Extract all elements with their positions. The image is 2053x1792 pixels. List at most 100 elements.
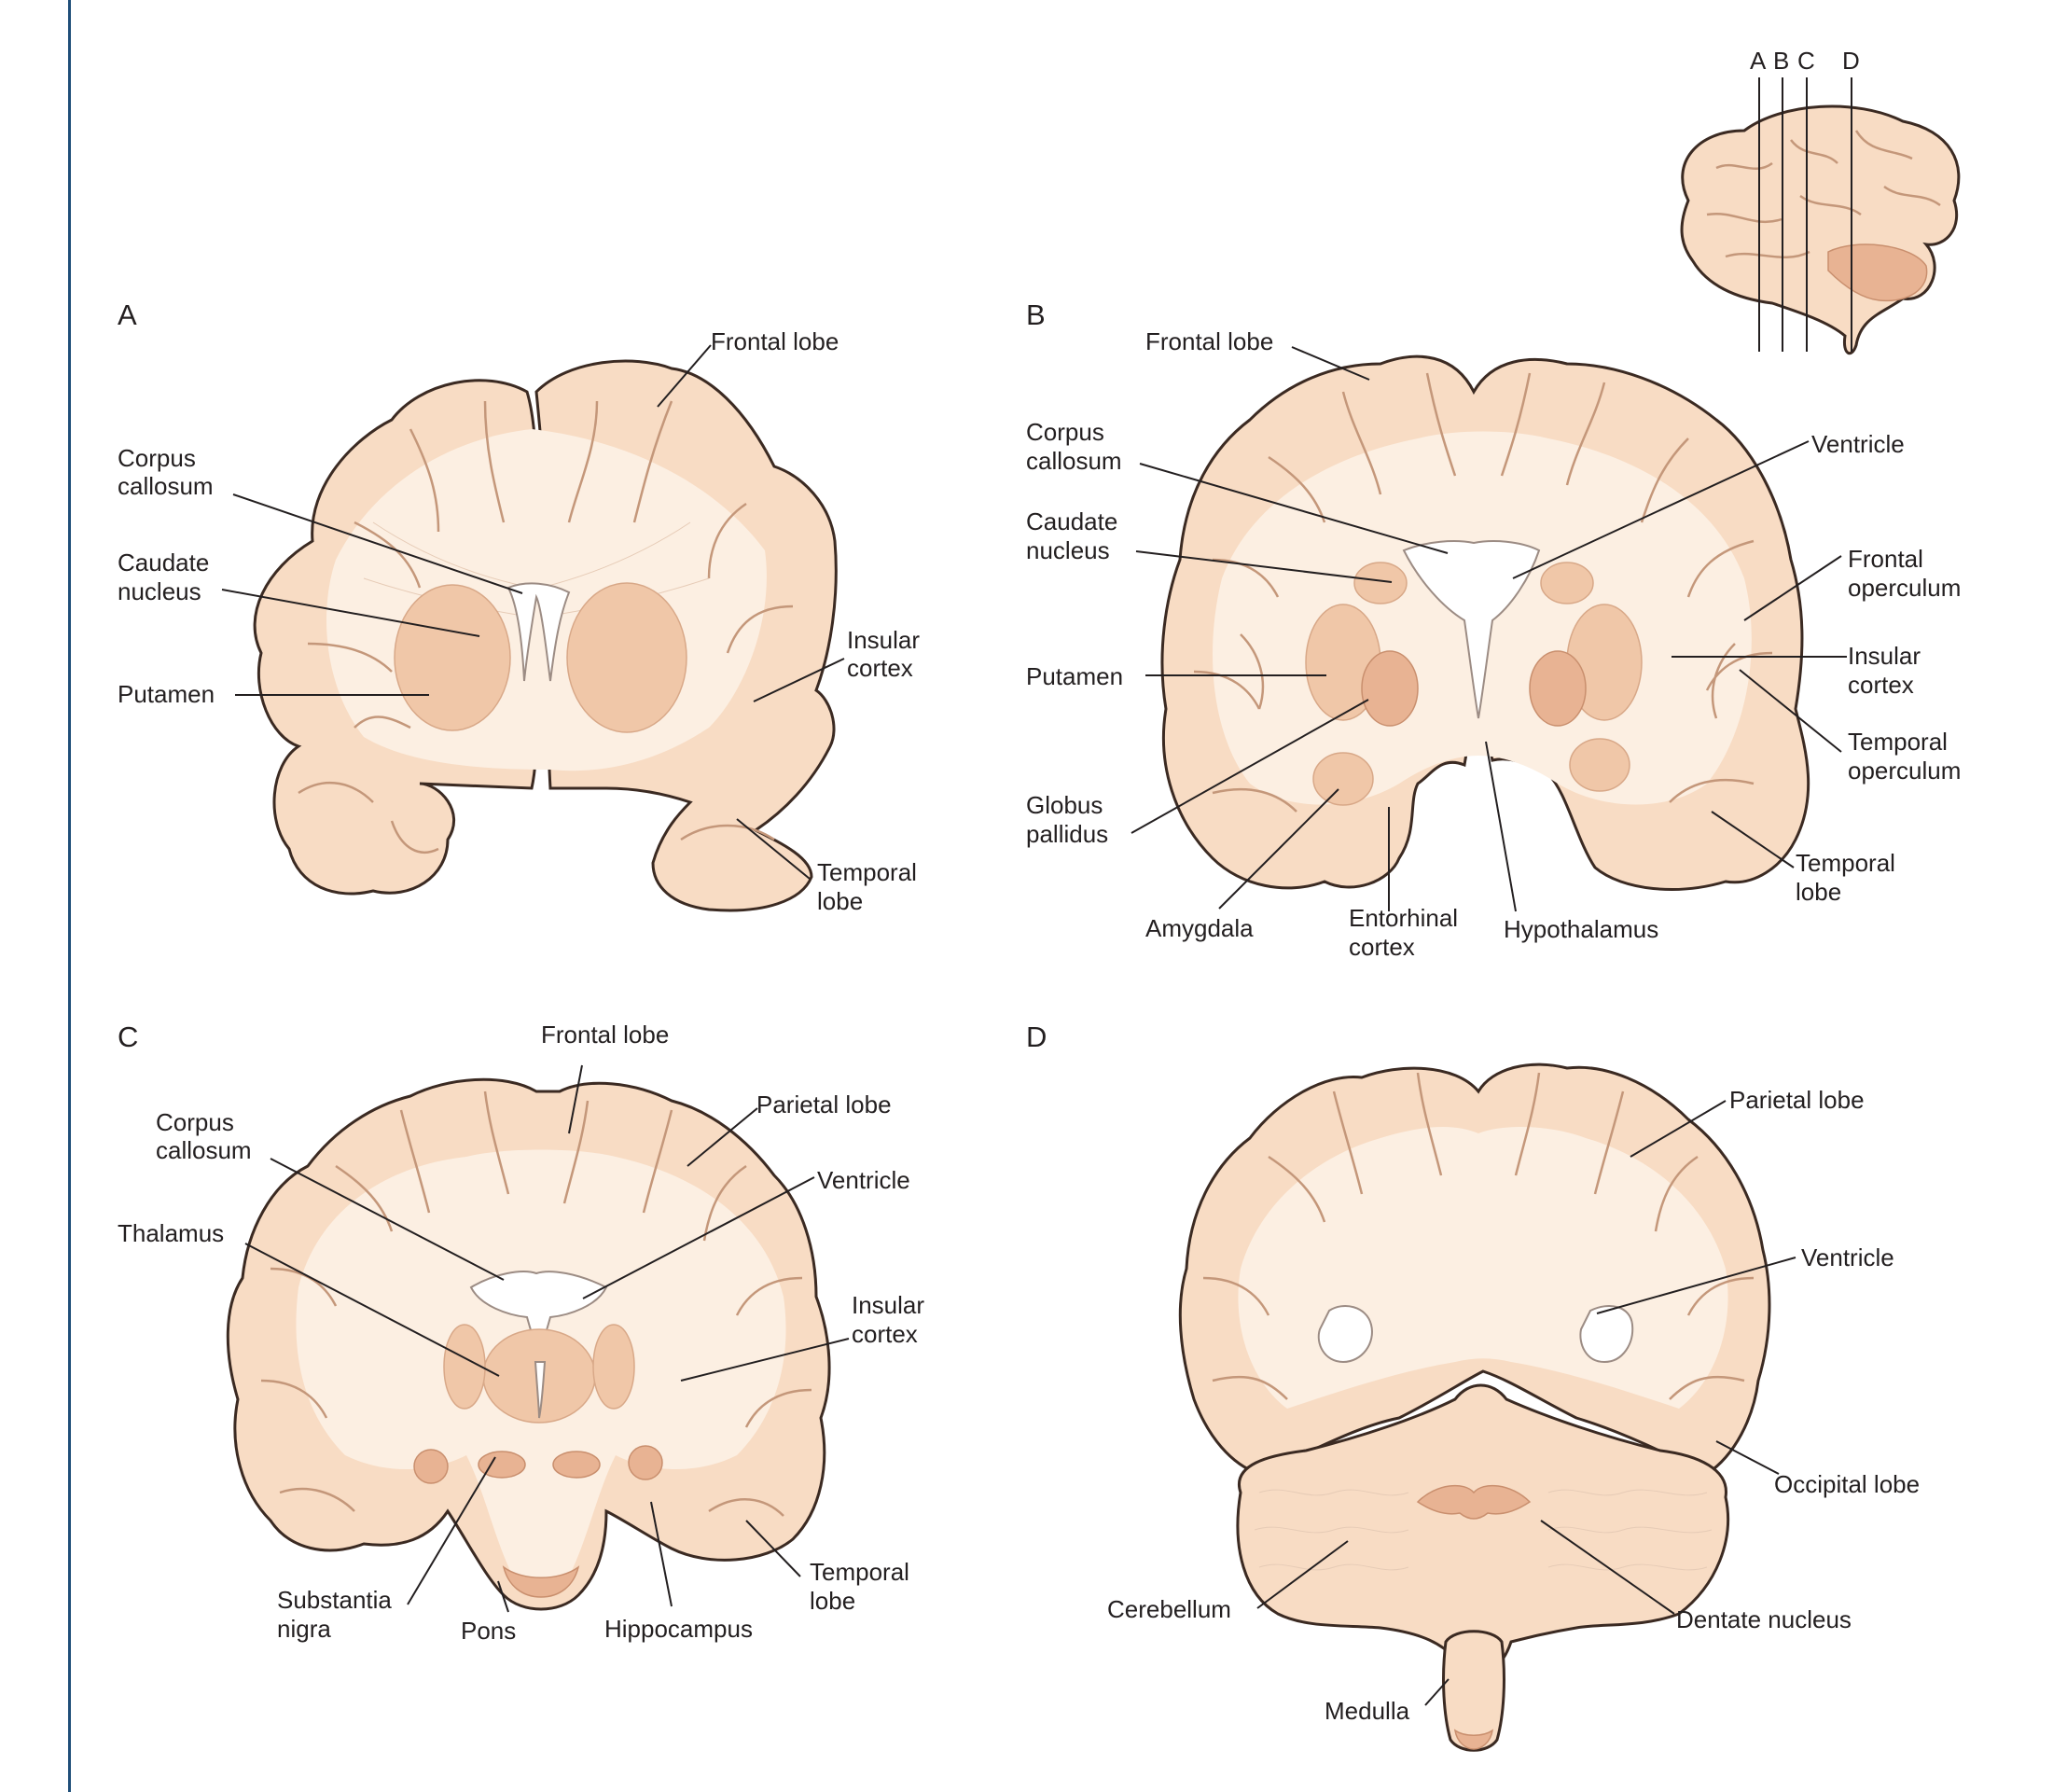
panel-b-label-insular-1: Insular — [1848, 642, 1921, 670]
panel-d-medulla-base — [1453, 1729, 1494, 1750]
panel-d-label-ventricle: Ventricle — [1801, 1243, 1894, 1271]
panel-c-label-frontal-lobe: Frontal lobe — [541, 1021, 669, 1049]
panel-b-label-caudate-1: Caudate — [1026, 507, 1117, 535]
locator-gyri — [1706, 130, 1941, 259]
locator-brain: A B C D — [1680, 47, 1961, 355]
panel-b-amygdala-left — [1312, 752, 1374, 806]
panel-c-putamen-left — [443, 1324, 486, 1410]
panel-d-label-cerebellum: Cerebellum — [1107, 1595, 1231, 1623]
panel-d-label-dentate-nucleus: Dentate nucleus — [1676, 1605, 1852, 1633]
panel-b-leaders — [1131, 346, 1847, 912]
panel-b-label-globus-1: Globus — [1026, 791, 1103, 819]
panel-b-label-entorhinal-2: cortex — [1349, 933, 1415, 961]
panel-c-hippocampus-left — [413, 1449, 449, 1484]
panel-d-label-parietal-lobe: Parietal lobe — [1729, 1086, 1865, 1114]
panel-a-leaders — [221, 344, 845, 880]
panel-b-label-frontal-operculum-1: Frontal — [1848, 545, 1923, 573]
panel-b-gyri — [1193, 372, 1773, 813]
panel-a-ventricles — [506, 582, 571, 682]
panel-c-substantia-nigra-left — [478, 1451, 526, 1479]
panel-b-label-temporal-1: Temporal — [1796, 849, 1895, 877]
panel-b-label-corpus-callosum-1: Corpus — [1026, 418, 1104, 446]
panel-b-label-putamen: Putamen — [1026, 662, 1123, 690]
panel-b-label-ventricle: Ventricle — [1811, 430, 1905, 458]
panel-d-ventricle-left — [1317, 1305, 1373, 1364]
panel-d-medulla — [1442, 1630, 1505, 1752]
panel-b-caudate-right — [1540, 562, 1594, 604]
panel-b-label-insular-2: cortex — [1848, 671, 1914, 699]
panel-d-leaders — [1256, 1100, 1796, 1706]
panel-a-fibers — [363, 521, 710, 617]
panel-b-label-temporal-operculum-2: operculum — [1848, 757, 1961, 785]
panel-b-label-frontal-operculum-2: operculum — [1848, 574, 1961, 602]
panel-c-putamen-right — [592, 1324, 635, 1410]
panel-c-label-corpus-callosum-2: callosum — [156, 1136, 252, 1164]
panel-d-gyri — [1202, 1072, 1755, 1400]
panel-b-ventricles — [1402, 540, 1541, 719]
panel-b-label-amygdala: Amygdala — [1145, 914, 1254, 942]
panel-a-caudate-putamen-right — [566, 582, 687, 733]
panel-c-pons-base — [502, 1565, 580, 1598]
panel-b-globus-pallidus-left — [1361, 650, 1419, 727]
panel-c-label-ventricle: Ventricle — [817, 1166, 910, 1194]
panel-c-label-insular-1: Insular — [852, 1291, 924, 1319]
panel-c-hippocampus-right — [628, 1445, 663, 1480]
panel-b-label-temporal-2: lobe — [1796, 878, 1841, 906]
panel-d-dentate-nucleus — [1416, 1484, 1532, 1520]
panel-a-label-putamen: Putamen — [118, 680, 215, 708]
panel-a-label-corpus-callosum-1: Corpus — [118, 444, 196, 472]
panel-a-caudate-putamen-left — [394, 584, 511, 731]
panel-c-label-insular-2: cortex — [852, 1320, 918, 1348]
panel-c-ventricles — [469, 1271, 608, 1358]
page-left-rule — [68, 0, 71, 1792]
locator-letter-d: D — [1842, 47, 1860, 75]
panel-c-label-thalamus: Thalamus — [118, 1219, 224, 1247]
panel-a-label-caudate-1: Caudate — [118, 549, 209, 576]
panel-c-label-hippocampus: Hippocampus — [604, 1615, 753, 1643]
panel-a-label-insular-2: cortex — [847, 654, 913, 682]
locator-letter-b: B — [1773, 47, 1789, 75]
panel-a-label-insular-1: Insular — [847, 626, 920, 654]
panel-d: D Parietal lobe Ventricle Occipital lobe… — [1026, 1021, 1920, 1752]
panel-b-caudate-left — [1353, 562, 1408, 604]
panel-c-label-substantia-2: nigra — [277, 1615, 331, 1643]
panel-c-gyri — [260, 1090, 812, 1517]
panel-c-label-corpus-callosum-1: Corpus — [156, 1108, 234, 1136]
panel-b: B Frontal lobe Corpus — [1026, 299, 1961, 961]
panel-b-label-temporal-operculum-1: Temporal — [1848, 728, 1948, 756]
panel-c-label-temporal-2: lobe — [810, 1587, 855, 1615]
panel-c-label-temporal-1: Temporal — [810, 1558, 909, 1586]
locator-letter-a: A — [1750, 47, 1767, 75]
panel-c: C Frontal lobe Parietal lobe Corpus — [118, 1021, 924, 1645]
panel-c-label-pons: Pons — [461, 1617, 516, 1645]
panel-a-label-temporal-2: lobe — [817, 887, 863, 915]
panel-c-substantia-nigra-right — [552, 1451, 601, 1479]
panel-c-label-parietal-lobe: Parietal lobe — [756, 1090, 892, 1118]
panel-a: A Frontal lobe Corpus callosum Caudate n… — [118, 299, 920, 915]
panel-b-label-caudate-2: nucleus — [1026, 536, 1110, 564]
panel-b-label-frontal-lobe: Frontal lobe — [1145, 327, 1273, 355]
panel-c-label-substantia-1: Substantia — [277, 1586, 392, 1614]
panel-b-globus-pallidus-right — [1529, 650, 1587, 727]
panel-b-letter: B — [1026, 299, 1046, 331]
panel-b-label-entorhinal-1: Entorhinal — [1349, 904, 1458, 932]
panel-d-cerebellum-outline — [1236, 1383, 1730, 1675]
panel-a-label-frontal-lobe: Frontal lobe — [711, 327, 839, 355]
panel-b-amygdala-right — [1569, 738, 1630, 792]
panel-c-third-ventricle — [534, 1361, 547, 1419]
panel-b-label-hypothalamus: Hypothalamus — [1504, 915, 1658, 943]
locator-brain-outline — [1680, 104, 1961, 355]
panel-b-label-corpus-callosum-2: callosum — [1026, 447, 1122, 475]
panel-d-cerebellar-folia — [1254, 1489, 1713, 1571]
panel-c-letter: C — [118, 1021, 138, 1053]
panel-d-label-medulla: Medulla — [1325, 1697, 1410, 1725]
panel-a-label-temporal-1: Temporal — [817, 858, 917, 886]
panel-c-leaders — [244, 1064, 850, 1613]
panel-a-label-caudate-2: nucleus — [118, 577, 201, 605]
locator-letter-c: C — [1797, 47, 1815, 75]
panel-a-label-corpus-callosum-2: callosum — [118, 472, 214, 500]
panel-d-label-occipital-lobe: Occipital lobe — [1774, 1470, 1920, 1498]
panel-a-letter: A — [118, 299, 137, 331]
panel-b-label-globus-2: pallidus — [1026, 820, 1108, 848]
